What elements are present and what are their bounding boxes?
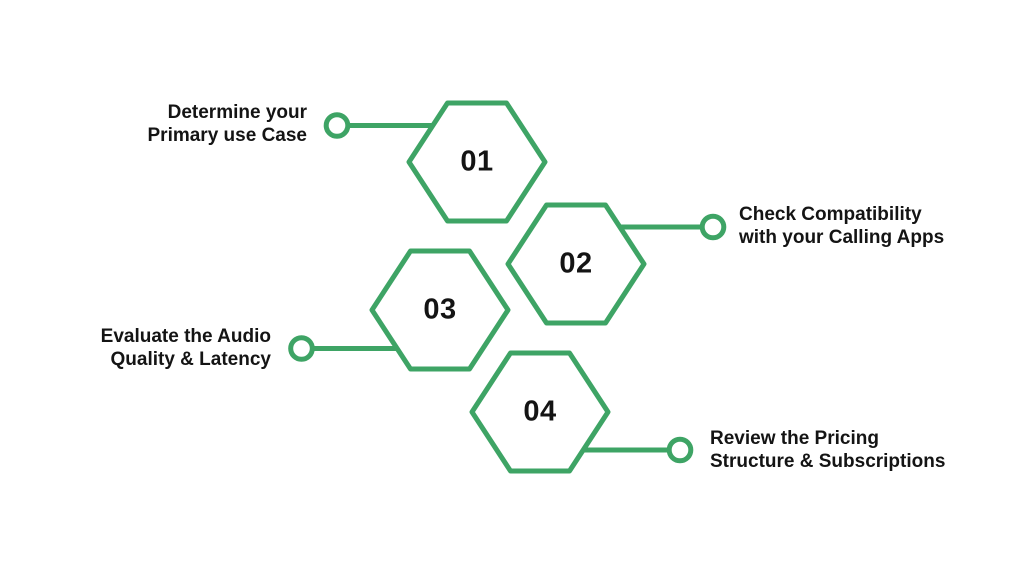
- step-number-2: 02: [559, 247, 593, 280]
- step-label-3: Evaluate the Audio Quality & Latency: [101, 325, 271, 371]
- connector-ring-step-3: [288, 335, 315, 362]
- step-label-4: Review the Pricing Structure & Subscript…: [710, 427, 945, 473]
- step-label-1: Determine your Primary use Case: [148, 101, 308, 147]
- connector-ring-step-4: [666, 436, 694, 464]
- hexagon-step-2: [505, 202, 647, 326]
- step-label-3-line-1: Evaluate the Audio: [100, 326, 271, 347]
- step-number-4: 04: [523, 395, 557, 428]
- step-number-1: 01: [460, 145, 494, 178]
- step-label-2: Check Compatibility with your Calling Ap…: [739, 203, 944, 249]
- step-label-4-line-1: Review the Pricing: [710, 428, 879, 449]
- hexagon-step-4: [469, 350, 611, 474]
- step-label-4-line-2: Structure & Subscriptions: [710, 451, 946, 472]
- connector-ring-step-2: [699, 213, 727, 241]
- step-number-3: 03: [423, 293, 457, 326]
- hexagon-step-1: [406, 100, 548, 224]
- step-label-1-line-2: Primary use Case: [147, 125, 308, 146]
- connector-ring-step-1: [323, 112, 351, 139]
- hexagon-step-3: [369, 248, 511, 372]
- step-label-2-line-2: with your Calling Apps: [739, 227, 945, 248]
- step-label-3-line-2: Quality & Latency: [110, 349, 272, 370]
- step-label-1-line-1: Determine your: [167, 102, 307, 123]
- step-label-2-line-1: Check Compatibility: [739, 204, 922, 225]
